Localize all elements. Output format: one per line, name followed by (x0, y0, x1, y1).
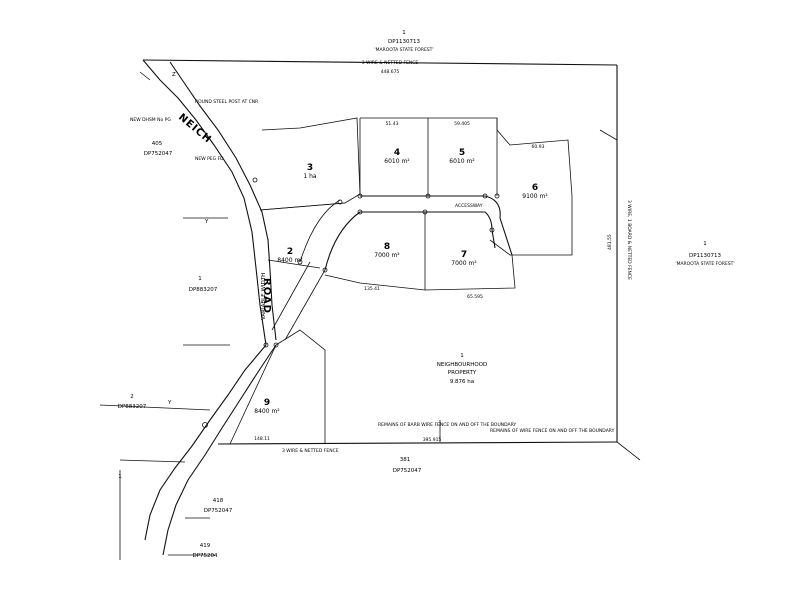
lot5-top-dimension: 59.405 (454, 121, 470, 127)
adjoiner-405-plan: DP752047 (144, 151, 173, 157)
lot7-bottom-dimension: 65.595 (467, 294, 483, 300)
road-label: ROAD (261, 278, 272, 314)
mark-y-1: Y (204, 219, 209, 225)
adjoiner-419-lot: 419 (200, 543, 211, 549)
lot-6-area: 9100 m² (522, 193, 548, 200)
lot8-bottom-dimension: 135.41 (364, 286, 380, 292)
right-dimension: 481.55 (607, 234, 613, 250)
top-adjoiner-name: 'MAROOTA STATE FOREST' (374, 47, 433, 53)
bottom-dimension: 395.915 (423, 437, 442, 443)
neighbourhood-line1: NEIGHBOURHOOD (437, 362, 488, 368)
neighbourhood-line2: PROPERTY (448, 370, 477, 376)
adjoiner-405-lot: 405 (152, 141, 163, 147)
top-adjoiner-plan: DP1130713 (388, 39, 421, 45)
lot-9-area: 8400 m² (254, 408, 280, 415)
lot-2-area: 8400 m² (277, 257, 303, 264)
lot-5-number: 5 (459, 148, 465, 158)
adjoiner-2-plan: DP883207 (118, 404, 147, 410)
top-adjoiner-lot: 1 (402, 30, 406, 36)
adjoiner-419-plan: DP75204 (192, 553, 218, 559)
road-variable-width: VARIABLE WIDTH (261, 273, 267, 320)
outer-boundary (142, 59, 618, 445)
remains-wire-fence: REMAINS OF WIRE FENCE ON AND OFF THE BOU… (490, 428, 615, 434)
lot-2-number: 2 (287, 247, 293, 257)
adjoiner-381-plan: DP752047 (393, 468, 422, 474)
top-fence-label: 3 WIRE & NETTED FENCE (362, 60, 419, 66)
new-peg-label: NEW PEG FD (195, 156, 224, 162)
remains-barb-wire: REMAINS OF BARB WIRE FENCE ON AND OFF TH… (378, 422, 516, 428)
adjoiner-418-lot: 418 (213, 498, 224, 504)
lot6-top-dimension: 60.93 (532, 144, 545, 150)
adjoiner-1-plan: DP883207 (189, 287, 218, 293)
lot-7-area: 7000 m² (451, 260, 477, 267)
right-adjoiner-plan: DP1130713 (689, 253, 722, 259)
mark-y-2: Y (167, 400, 172, 406)
round-steel-post: ROUND STEEL POST AT CNR (195, 99, 258, 105)
lot-4-number: 4 (394, 148, 400, 158)
adjoiner-2-lot: 2 (130, 394, 134, 400)
bottom-fence-label: 3 WIRE & NETTED FENCE (282, 448, 339, 454)
neighbourhood-area: 9.876 ha (450, 379, 474, 385)
lot-8-area: 7000 m² (374, 252, 400, 259)
adjoiner-1-south-lot: 1 (118, 474, 122, 480)
mark-z: Z (172, 72, 176, 78)
lot-5-area: 6010 m² (449, 158, 475, 165)
lot-9-number: 9 (264, 398, 270, 408)
lot-3-number: 3 (307, 163, 313, 173)
lot-8-number: 8 (384, 242, 390, 252)
lot4-top-dimension: 51.43 (386, 121, 399, 127)
adjoiner-381-lot: 381 (400, 457, 411, 463)
new-dhsm-label: NEW DHSM No PG (130, 117, 171, 123)
survey-marks (202, 177, 500, 428)
right-adjoiner-lot: 1 (703, 241, 707, 247)
right-adjoiner-name: 'MAROOTA STATE FOREST' (675, 261, 734, 267)
top-dimension: 448.675 (381, 69, 400, 75)
right-fence-label: 3 WIRE, 1 BOARD & NETTED FENCE (626, 200, 632, 280)
lot-7-number: 7 (461, 250, 467, 260)
accessway-label: ACCESSWAY (455, 203, 483, 209)
lot9-bottom-dimension: 148.11 (254, 436, 270, 442)
neighbourhood-lot-number: 1 (460, 353, 464, 359)
lot-6-number: 6 (532, 183, 538, 193)
adjoiner-1-lot: 1 (198, 276, 202, 282)
lot-3-area: 1 ha (303, 173, 317, 180)
lot-4-area: 6010 m² (384, 158, 410, 165)
adjoiner-418-plan: DP752047 (204, 508, 233, 514)
